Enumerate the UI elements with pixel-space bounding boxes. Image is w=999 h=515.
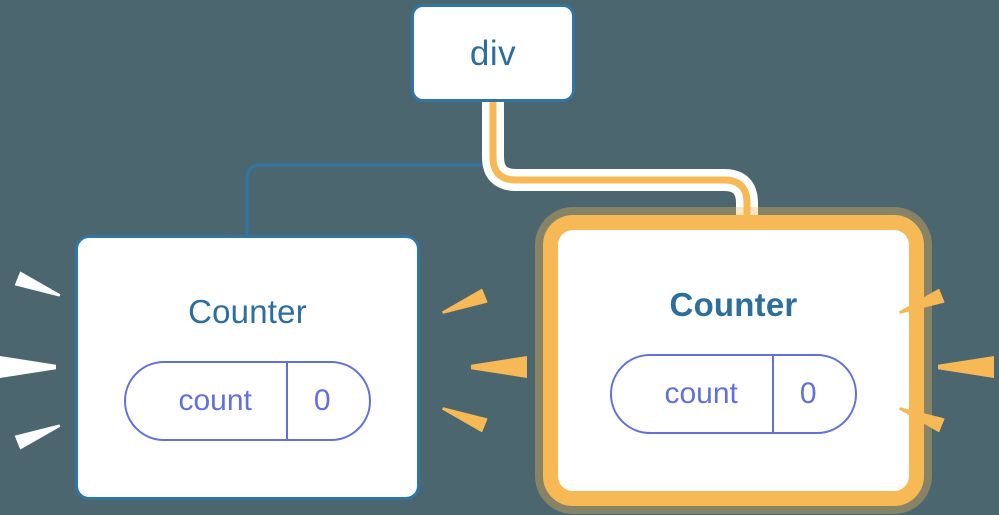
spark-ray-middle xyxy=(471,356,527,378)
spark-ray-middle xyxy=(0,356,56,378)
node-div[interactable]: div xyxy=(411,4,575,102)
edge-div-to-counter-right-halo xyxy=(482,100,758,232)
counter-left-state-key: count xyxy=(178,383,252,417)
edge-div-to-counter-left xyxy=(245,100,495,240)
counter-right-state-value: 0 xyxy=(771,355,855,432)
counter-left-title: Counter xyxy=(188,292,307,330)
edge-div-to-counter-right xyxy=(489,100,751,232)
counter-right-title: Counter xyxy=(669,285,798,323)
counter-right-state-pill: count 0 xyxy=(610,353,857,434)
counter-left-state-value: 0 xyxy=(285,362,369,439)
spark-ray-middle xyxy=(938,356,994,378)
counter-right-state-key: count xyxy=(664,376,738,410)
node-counter-right[interactable]: Counter count 0 xyxy=(543,215,924,506)
node-div-label: div xyxy=(469,33,517,73)
node-counter-left[interactable]: Counter count 0 xyxy=(75,235,420,500)
counter-left-state-pill: count 0 xyxy=(124,360,371,441)
